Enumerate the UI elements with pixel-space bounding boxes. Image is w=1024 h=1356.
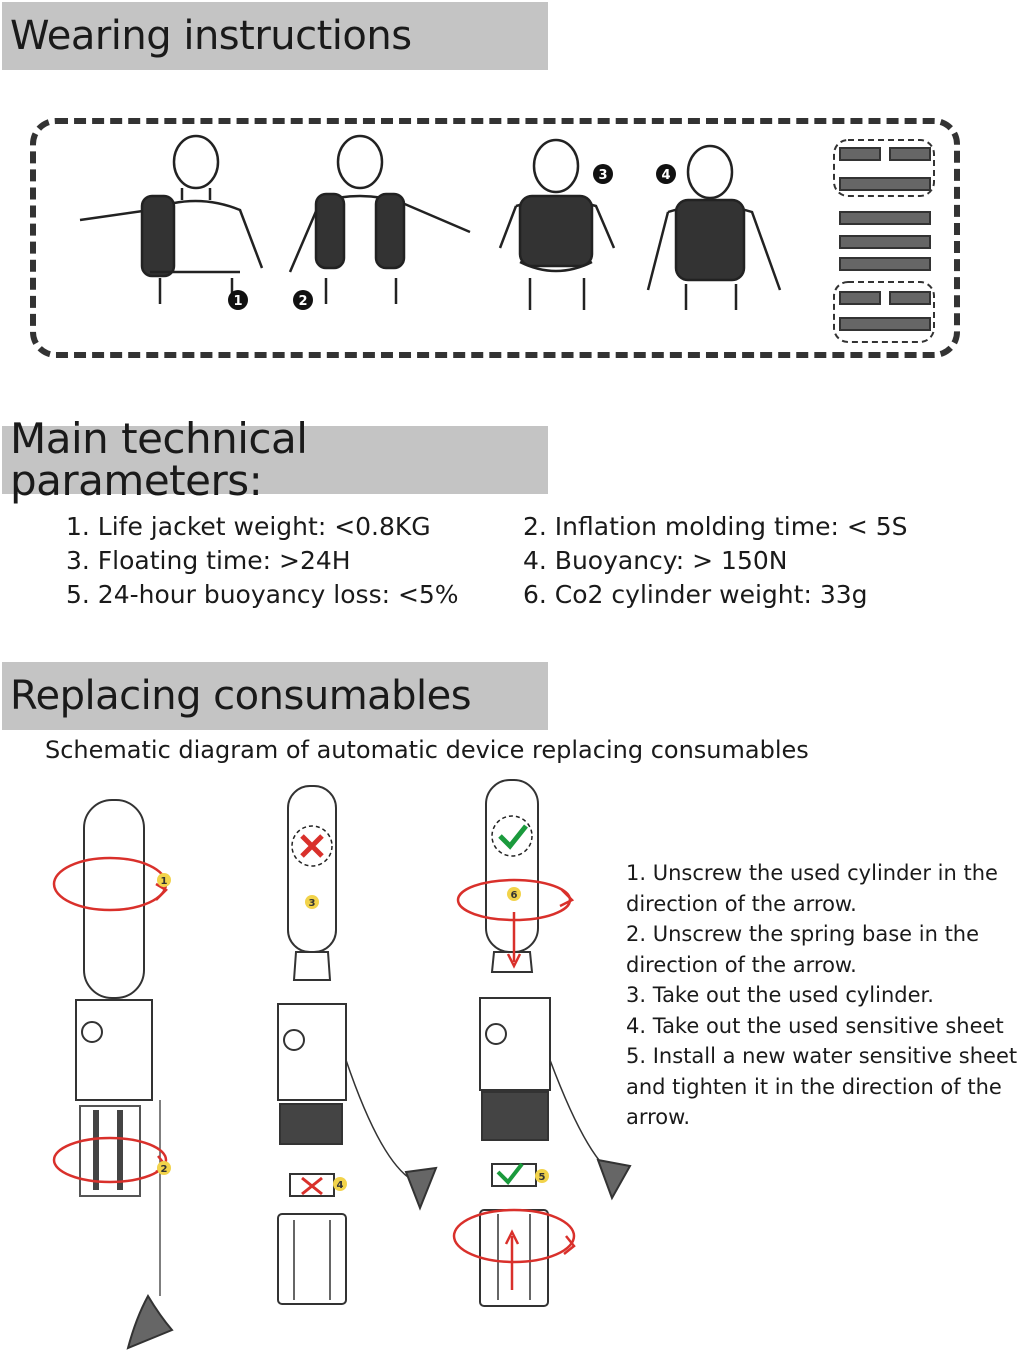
figure-4 <box>646 144 782 310</box>
step-badge-2-label: 2 <box>298 294 307 309</box>
step-badge-4 <box>656 164 676 184</box>
step-line: direction of the arrow. <box>626 952 857 977</box>
step-line: and tighten it in the direction of the <box>626 1074 1002 1099</box>
replacing-subtitle: Schematic diagram of automatic device re… <box>45 736 809 764</box>
param-item: 1. Life jacket weight: <0.8KG <box>66 512 431 541</box>
step-badge-1-label: 1 <box>233 294 242 309</box>
figure-3 <box>498 138 616 310</box>
cross-mark <box>291 825 333 867</box>
figure-1 <box>79 134 264 304</box>
rotation-arrow-2 <box>52 1136 168 1184</box>
param-item: 3. Floating time: >24H <box>66 546 351 575</box>
buckle-diagrams <box>833 139 935 343</box>
check-mark <box>491 815 533 857</box>
step-line: arrow. <box>626 1105 691 1129</box>
marker-4 <box>333 1177 347 1191</box>
replacing-steps: 1. Unscrew the used cylinder in the dire… <box>626 858 1022 1133</box>
rotation-arrow-1 <box>52 856 169 912</box>
param-item: 6. Co2 cylinder weight: 33g <box>523 580 868 609</box>
cylinder-3 <box>485 779 539 953</box>
step-line: 4. Take out the used sensitive sheet <box>626 1013 1004 1038</box>
step-badge-3 <box>593 164 613 184</box>
marker-1-label: 1 <box>161 876 168 887</box>
marker-2 <box>157 1161 171 1175</box>
wearing-illustration-frame <box>30 118 960 358</box>
marker-1 <box>157 873 171 887</box>
marker-2-label: 2 <box>161 1164 168 1175</box>
rotation-arrow-5 <box>452 1208 576 1290</box>
wearing-step-badges: 1 2 3 4 <box>228 164 676 310</box>
replacing-consumables-heading: Replacing consumables <box>2 662 548 730</box>
step-line: 5. Install a new water sensitive sheet <box>626 1044 1018 1068</box>
step-line: direction of the arrow. <box>626 891 857 916</box>
diagram-column-1 <box>75 799 174 1350</box>
marker-6 <box>507 887 521 901</box>
param-item: 4. Buoyancy: > 150N <box>523 546 788 575</box>
technical-parameters-list: 1. Life jacket weight: <0.8KG 2. Inflati… <box>66 512 966 610</box>
marker-5 <box>535 1169 549 1183</box>
param-item: 2. Inflation molding time: < 5S <box>523 512 908 541</box>
rotation-arrow-6 <box>456 878 575 969</box>
param-item: 5. 24-hour buoyancy loss: <5% <box>66 580 459 609</box>
step-badge-3-label: 3 <box>598 168 607 183</box>
wearing-instructions-heading: Wearing instructions <box>2 2 548 70</box>
replacing-markers: 1 2 3 4 5 6 <box>157 873 549 1191</box>
step-line: 2. Unscrew the spring base in the <box>626 922 980 946</box>
marker-3-label: 3 <box>309 898 316 909</box>
step-line: 1. Unscrew the used cylinder in the <box>626 861 998 885</box>
marker-4-label: 4 <box>337 1180 344 1191</box>
figure-2 <box>288 134 471 304</box>
step-line: 3. Take out the used cylinder. <box>626 983 934 1007</box>
cross-mark-small <box>301 1176 323 1196</box>
cylinder-2 <box>287 785 337 953</box>
step-badge-2 <box>293 290 313 310</box>
marker-5-label: 5 <box>539 1172 546 1183</box>
diagram-column-3 <box>479 779 632 1307</box>
step-badge-4-label: 4 <box>661 168 670 183</box>
diagram-column-2 <box>277 785 438 1305</box>
step-badge-1 <box>228 290 248 310</box>
marker-6-label: 6 <box>511 890 518 901</box>
cylinder-1 <box>83 799 145 999</box>
check-mark-small <box>496 1162 524 1186</box>
marker-3 <box>305 895 319 909</box>
